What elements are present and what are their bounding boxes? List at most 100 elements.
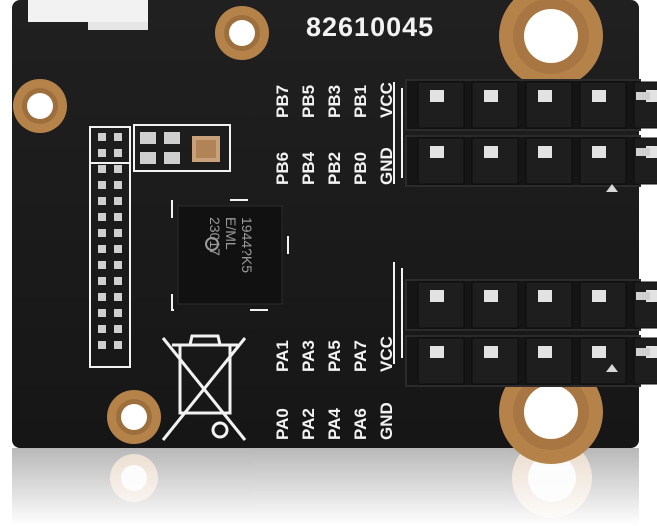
pin-header-footprint <box>89 126 131 368</box>
header-pin-tail <box>636 148 650 156</box>
header-pin <box>484 90 498 102</box>
header-cell <box>525 337 573 385</box>
ic-chip: 23017 E/ML 1944?K5 <box>171 199 289 311</box>
header-cell <box>579 81 627 129</box>
mounting-hole <box>215 6 269 60</box>
footprint-pad <box>114 197 122 205</box>
footprint-pad <box>98 181 106 189</box>
header-pin <box>592 290 606 302</box>
pin-label-gnd-a: GND <box>377 402 396 440</box>
header-cell <box>471 137 519 185</box>
header-pin <box>592 90 606 102</box>
header-cell <box>525 281 573 329</box>
footprint-pad <box>114 229 122 237</box>
pin-label-pa3: PA3 <box>299 340 318 372</box>
footprint-pad <box>114 133 122 141</box>
header-b-labels: PB7 PB5 PB3 PB1 VCC PB6 PB4 PB2 PB0 GND <box>273 82 396 185</box>
header-pin <box>484 346 498 358</box>
footprint-pad <box>114 309 122 317</box>
pin-label-pb2: PB2 <box>325 152 344 185</box>
header-pin <box>430 90 444 102</box>
header-pin <box>430 290 444 302</box>
header-pin <box>592 146 606 158</box>
mounting-hole-large <box>499 0 603 88</box>
footprint-pad <box>114 245 122 253</box>
pin-label-pb0: PB0 <box>351 152 370 185</box>
footprint-pad <box>98 341 106 349</box>
pin-label-pa7: PA7 <box>351 340 370 372</box>
footprint-pad <box>98 229 106 237</box>
footprint-pad <box>114 325 122 333</box>
header-cell <box>471 281 519 329</box>
pin-label-pa4: PA4 <box>325 408 344 440</box>
footprint-pad <box>98 149 106 157</box>
header-pin <box>592 346 606 358</box>
footprint-pad <box>114 341 122 349</box>
footprint-pad <box>114 277 122 285</box>
chip-marking-line-2: E/ML <box>223 217 239 250</box>
footprint-pad <box>98 325 106 333</box>
footprint-pad <box>98 277 106 285</box>
pin-label-pb3: PB3 <box>325 85 344 118</box>
pin1-marker-icon <box>606 184 618 192</box>
pin-header-a <box>393 262 657 387</box>
header-cell <box>579 281 627 329</box>
pin1-marker-icon <box>606 364 618 372</box>
pin-label-vcc-b: VCC <box>377 82 396 118</box>
part-number: 82610045 <box>306 12 434 42</box>
header-pin <box>646 90 657 102</box>
mounting-hole <box>107 390 161 444</box>
footprint-pad <box>114 165 122 173</box>
header-cell <box>417 81 465 129</box>
header-pin <box>646 290 657 302</box>
header-cell <box>525 81 573 129</box>
pin-label-pa0: PA0 <box>273 408 292 440</box>
footprint-pad <box>98 245 106 253</box>
pin-label-pa5: PA5 <box>325 340 344 372</box>
header-cell <box>633 137 657 185</box>
header-pin <box>430 146 444 158</box>
header-cell <box>579 137 627 185</box>
header-pin <box>646 146 657 158</box>
footprint-pad <box>98 197 106 205</box>
smd-components <box>133 124 231 172</box>
footprint-pad <box>98 133 106 141</box>
header-pin-tail <box>636 92 650 100</box>
pin-label-gnd-b: GND <box>377 147 396 185</box>
header-pin-tail <box>636 292 650 300</box>
pin-label-pa1: PA1 <box>273 340 292 372</box>
header-pin <box>538 146 552 158</box>
pin-label-pb5: PB5 <box>299 85 318 118</box>
header-pin <box>484 290 498 302</box>
footprint-pad <box>114 293 122 301</box>
pin-label-pb4: PB4 <box>299 151 318 185</box>
header-pin <box>484 146 498 158</box>
header-cell <box>633 81 657 129</box>
chip-marking-line-3: 1944?K5 <box>239 217 255 273</box>
header-cell <box>471 81 519 129</box>
header-cell <box>633 337 657 385</box>
pin-label-pb1: PB1 <box>351 85 370 118</box>
header-cell <box>633 281 657 329</box>
header-cell <box>579 337 627 385</box>
header-pin <box>646 346 657 358</box>
pin-label-vcc-a: VCC <box>377 336 396 372</box>
microchip-logo-icon <box>205 237 219 251</box>
footprint-pad <box>114 149 122 157</box>
footprint-pad <box>98 165 106 173</box>
header-cell <box>525 137 573 185</box>
pin-label-pa6: PA6 <box>351 408 370 440</box>
mounting-hole <box>13 79 67 133</box>
pin-label-pb7: PB7 <box>273 85 292 118</box>
header-pin <box>538 290 552 302</box>
silkscreen-block <box>28 0 148 22</box>
pin-header-b <box>393 79 657 192</box>
header-cell <box>471 337 519 385</box>
weee-bin-icon <box>161 334 247 441</box>
header-cell <box>417 137 465 185</box>
header-pin-tail <box>636 348 650 356</box>
footprint-pad <box>98 293 106 301</box>
header-a-labels: PA1 PA3 PA5 PA7 VCC PA0 PA2 PA4 PA6 GND <box>273 336 396 440</box>
footprint-pad <box>98 261 106 269</box>
